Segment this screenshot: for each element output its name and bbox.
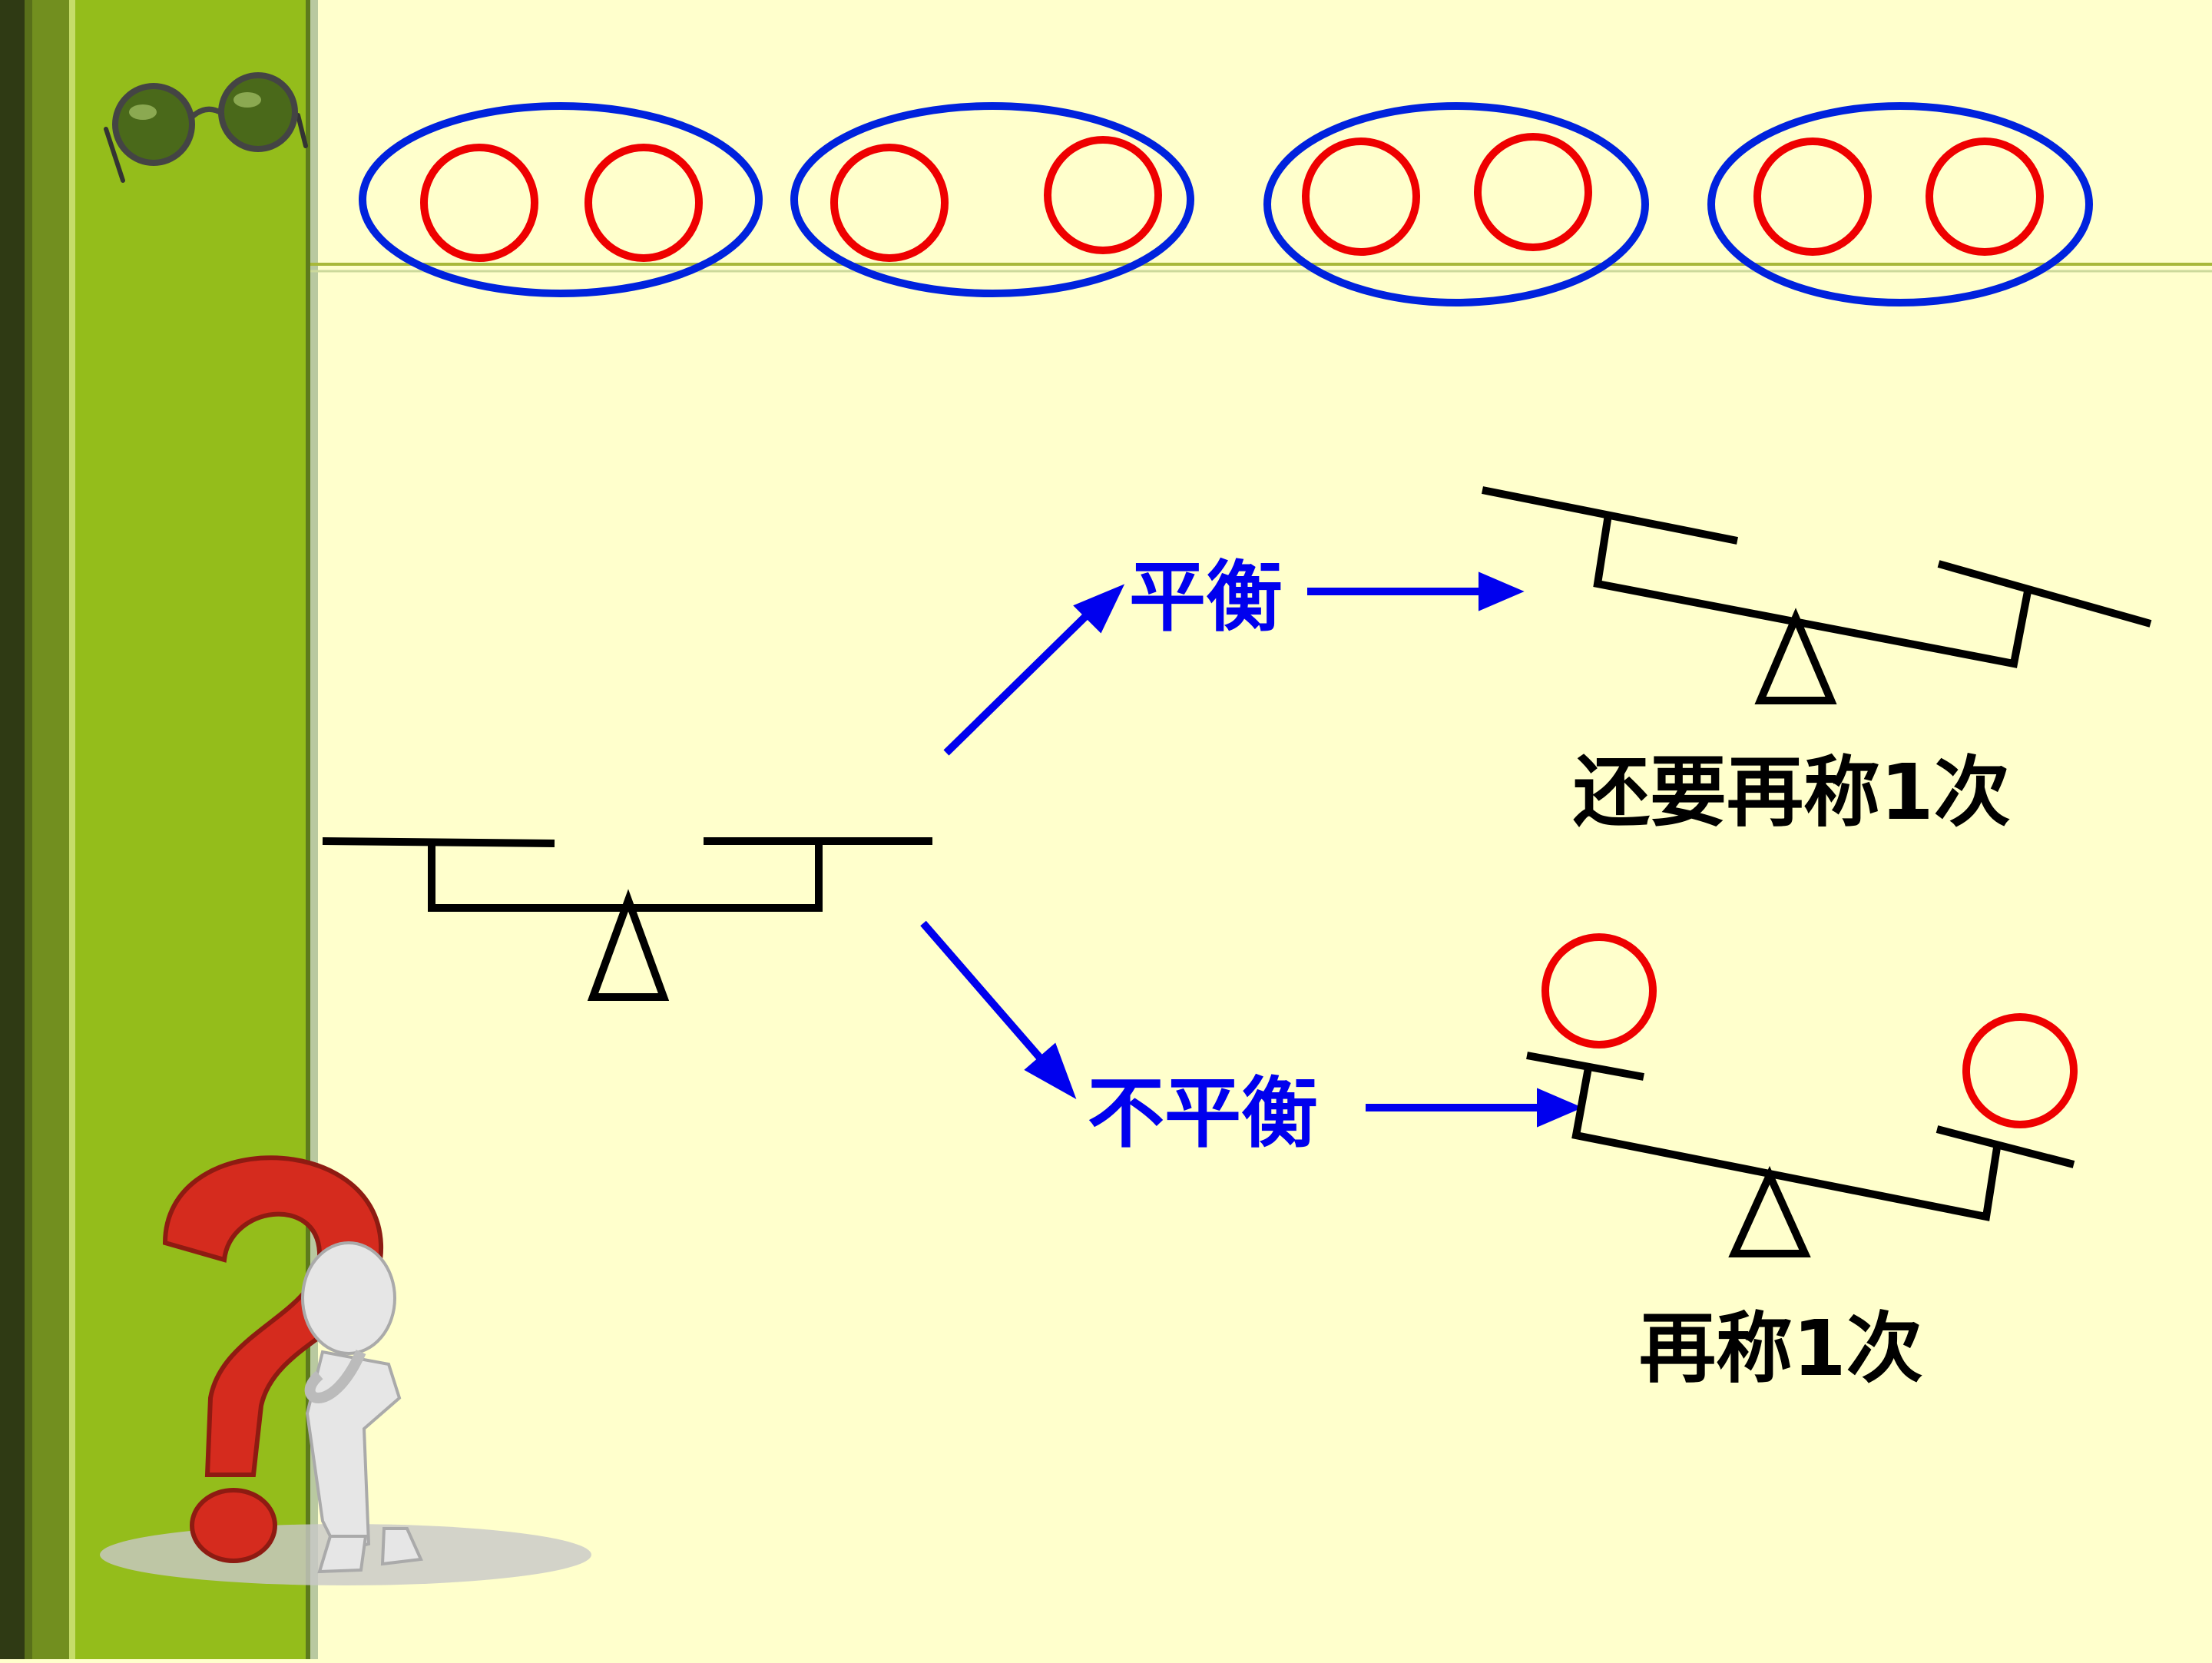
balanced-label: 平衡 xyxy=(1129,552,1283,642)
arrow-to-unbalanced xyxy=(920,920,1048,1066)
group-oval-4 xyxy=(1707,102,2093,306)
balanced-result-scale xyxy=(1482,486,2152,704)
arrow-to-balanced xyxy=(943,607,1095,756)
ball-2-2 xyxy=(1044,136,1162,254)
ball-3-1 xyxy=(1302,137,1420,256)
unbalanced-result-scale xyxy=(1526,1052,2075,1257)
group-oval-2 xyxy=(790,102,1194,297)
ball-2-1 xyxy=(830,144,949,262)
group-oval-3 xyxy=(1263,102,1649,306)
ball-4-1 xyxy=(1753,137,1872,256)
balanced-result-note: 还要再称1次 xyxy=(1573,747,2011,837)
ball-1-1 xyxy=(420,144,538,262)
branch-arrows xyxy=(920,571,1583,1128)
question-mark-icon xyxy=(162,1155,384,1563)
thinking-person-icon xyxy=(301,1241,423,1574)
ball-3-2 xyxy=(1474,133,1592,251)
glasses-icon xyxy=(104,72,308,183)
ball-4-2 xyxy=(1926,137,2044,256)
unbalanced-label: 不平衡 xyxy=(1088,1068,1318,1158)
sidebar xyxy=(0,0,318,1659)
ball-groups xyxy=(359,102,2093,306)
ball-1-2 xyxy=(584,144,703,262)
thinking-figure xyxy=(100,1155,591,1585)
group-oval-1 xyxy=(359,102,763,297)
ball-lighter-side xyxy=(1962,1013,2078,1128)
initial-balance-scale xyxy=(322,837,932,1001)
header-rule xyxy=(310,263,2212,273)
ball-heavier-side xyxy=(1541,933,1657,1048)
unbalanced-result-note: 再称1次 xyxy=(1639,1304,1923,1393)
